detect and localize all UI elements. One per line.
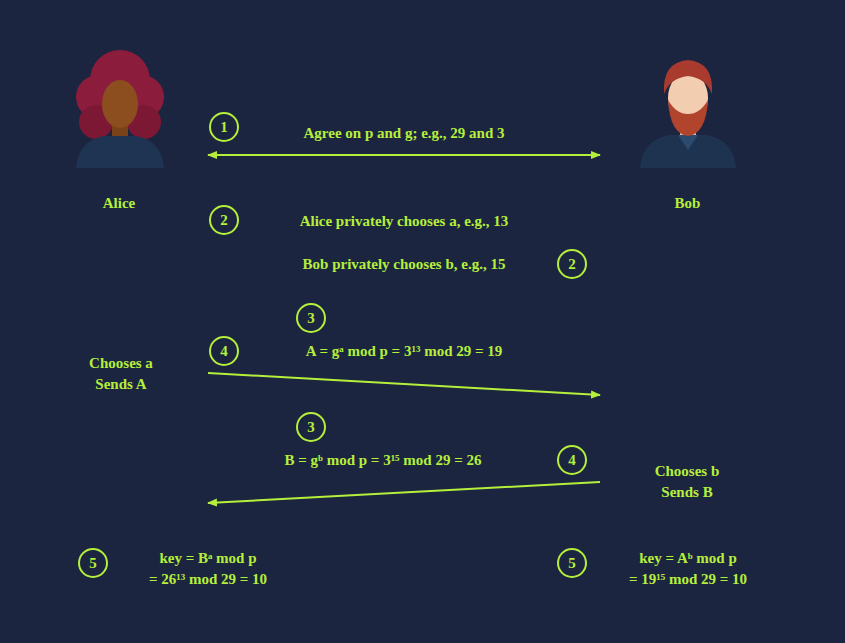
step-note: key = Bᵃ mod p <box>159 550 256 567</box>
person-column: Bob <box>600 50 775 520</box>
callout-number: 2 <box>209 205 239 235</box>
callout-number: 3 <box>296 412 326 442</box>
person-column: Alice <box>30 50 208 520</box>
alice-figure <box>76 50 164 168</box>
callout-number: 5 <box>78 548 108 578</box>
message-arrow <box>208 373 600 395</box>
callout-number: 4 <box>209 336 239 366</box>
step-note: key = Aᵇ mod p <box>639 550 737 567</box>
step-note: Sends B <box>661 484 712 501</box>
message-label: Agree on p and g; e.g., 29 and 3 <box>304 125 505 142</box>
person-name: Alice <box>30 195 208 212</box>
bob-figure <box>640 60 736 168</box>
step-note: = 19¹⁵ mod 29 = 10 <box>629 571 747 588</box>
message-arrow <box>208 482 600 503</box>
step-note: = 26¹³ mod 29 = 10 <box>149 571 267 588</box>
step-note: Chooses b <box>655 463 720 480</box>
step-note: Sends A <box>95 376 146 393</box>
step-note: Chooses a <box>89 355 153 372</box>
callout-number: 2 <box>557 249 587 279</box>
callout-number: 3 <box>296 303 326 333</box>
message-arrow <box>208 154 600 156</box>
step-note: Alice privately chooses a, e.g., 13 <box>300 213 509 230</box>
person-name: Bob <box>600 195 775 212</box>
callout-number: 1 <box>209 112 239 142</box>
step-note: Bob privately chooses b, e.g., 15 <box>303 256 506 273</box>
message-label: B = gᵇ mod p = 3¹⁵ mod 29 = 26 <box>284 452 481 469</box>
callout-number: 4 <box>557 445 587 475</box>
callout-number: 5 <box>557 548 587 578</box>
message-label: A = gᵃ mod p = 3¹³ mod 29 = 19 <box>306 343 503 360</box>
